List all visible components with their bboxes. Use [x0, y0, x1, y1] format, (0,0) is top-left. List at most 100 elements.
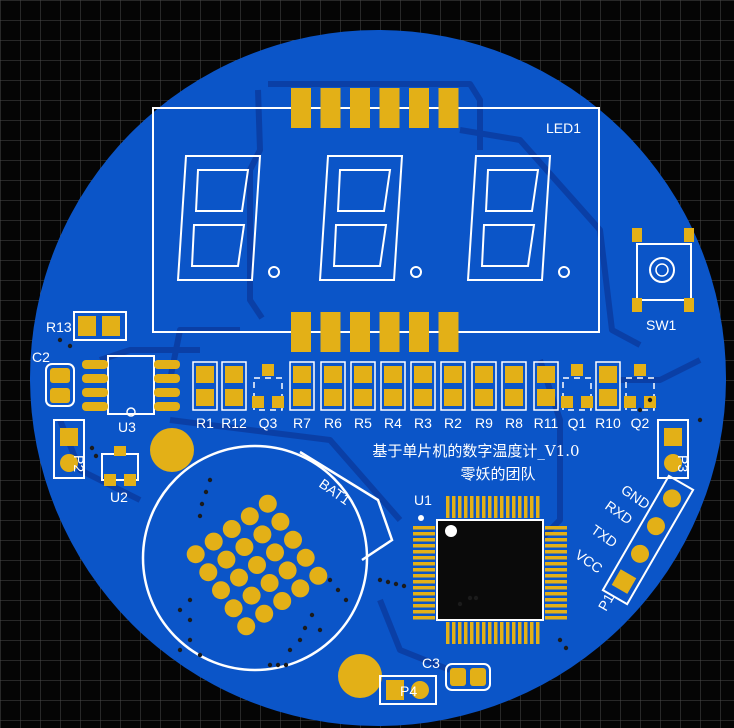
qfp-pin: [458, 496, 462, 518]
via: [177, 607, 183, 613]
via: [377, 577, 383, 583]
qfp-pin: [413, 574, 435, 578]
via: [275, 662, 281, 668]
qfp-pin: [536, 622, 540, 644]
battery-pad: [186, 545, 205, 564]
row-label: R9: [475, 415, 493, 431]
battery-pad: [222, 520, 241, 538]
resistor-outline: [221, 361, 247, 411]
via: [457, 601, 463, 607]
resistor-row: [192, 361, 656, 411]
resistor-outline: [380, 361, 406, 411]
qfp-pin: [482, 622, 486, 644]
qfp-pin: [545, 616, 567, 620]
resistor-pad: [444, 389, 462, 406]
qfp-pin: [500, 622, 504, 644]
resistor-pad: [599, 366, 617, 383]
p2-label: P2: [71, 455, 87, 472]
resistor-pad: [384, 366, 402, 383]
row-label: Q1: [568, 415, 587, 431]
battery-pad-top: [150, 428, 194, 472]
resistor-pad: [225, 366, 243, 383]
p1-label: P1: [595, 590, 618, 613]
c2-label: C2: [32, 349, 50, 365]
qfp-pin: [506, 622, 510, 644]
resistor-pad: [196, 389, 214, 406]
resistor-pad: [475, 389, 493, 406]
resistor-pad: [354, 389, 372, 406]
qfp-pin: [413, 592, 435, 596]
transistor-pad: [252, 396, 264, 408]
transistor-outline: [253, 377, 283, 411]
battery-pad: [235, 538, 254, 556]
resistor-pad: [196, 366, 214, 383]
qfp-pin: [545, 592, 567, 596]
battery-pad: [237, 617, 256, 636]
transistor-outline: [562, 377, 592, 411]
qfp-pin: [413, 580, 435, 584]
transistor-pad: [262, 364, 274, 376]
row-label: R2: [444, 415, 462, 431]
via: [385, 579, 391, 585]
led-bottom-pads: [291, 312, 459, 352]
via: [473, 595, 479, 601]
u2-footprint: [101, 446, 139, 486]
via: [177, 647, 183, 653]
battery-pad-bottom: [338, 654, 382, 698]
battery-pad: [224, 599, 243, 618]
via: [302, 625, 308, 631]
row-label: R1: [196, 415, 214, 431]
resistor-outline: [533, 361, 559, 411]
transistor-pad: [571, 364, 583, 376]
resistor-pad: [475, 366, 493, 383]
qfp-pin: [530, 622, 534, 644]
digit-outline: [318, 155, 422, 281]
qfp-pin: [512, 496, 516, 518]
via: [401, 583, 407, 589]
led1-label: LED1: [546, 120, 581, 136]
qfp-pin: [413, 562, 435, 566]
resistor-pad: [324, 366, 342, 383]
resistor-pad: [354, 366, 372, 383]
qfp-pin: [413, 610, 435, 614]
resistor-pad: [537, 366, 555, 383]
vias: [57, 337, 703, 668]
via: [197, 513, 203, 519]
qfp-pin: [506, 496, 510, 518]
resistor-outline: [471, 361, 497, 411]
battery-pad: [271, 512, 290, 531]
qfp-pin: [488, 496, 492, 518]
led-pad: [379, 312, 400, 352]
qfp-pin: [413, 604, 435, 608]
via: [327, 577, 333, 583]
qfp-pin: [545, 544, 567, 548]
led-pad: [320, 312, 341, 352]
battery-pad: [260, 574, 279, 592]
led-display: [152, 88, 600, 352]
battery-pad: [284, 530, 302, 549]
qfp-pin: [518, 622, 522, 644]
qfp-pin: [413, 532, 435, 536]
qfp-pins: [413, 496, 567, 644]
qfp-pin: [524, 622, 528, 644]
via: [187, 617, 193, 623]
via: [563, 645, 569, 651]
transistor-outline: [625, 377, 655, 411]
transistor-pad: [634, 364, 646, 376]
battery-pad: [266, 543, 284, 562]
resistor-pad: [324, 389, 342, 406]
via: [309, 612, 315, 618]
qfp-pin: [470, 496, 474, 518]
tactile-switch-icon: [632, 228, 694, 312]
resistor-outline: [192, 361, 218, 411]
qfp-pin: [413, 544, 435, 548]
qfp-pin: [413, 616, 435, 620]
resistor-pad: [414, 366, 432, 383]
qfp-pin: [464, 496, 468, 518]
qfp-pin: [452, 622, 456, 644]
via: [187, 597, 193, 603]
u3-footprint: [82, 355, 180, 417]
c2-footprint: [45, 363, 75, 407]
battery-pad: [230, 568, 248, 587]
